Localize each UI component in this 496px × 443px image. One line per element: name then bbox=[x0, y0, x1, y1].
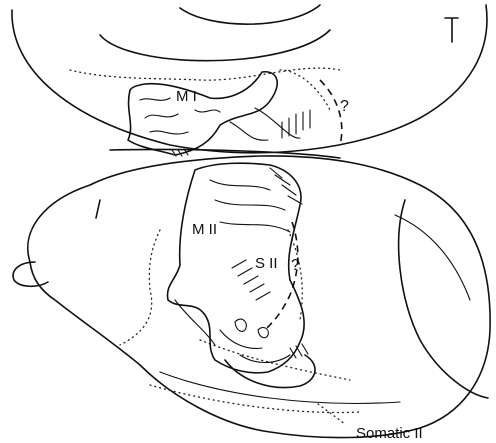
dorsal-brain-outline bbox=[12, 5, 487, 153]
dorsal-ear-stub bbox=[445, 18, 458, 42]
lateral-dotted-boundary-left bbox=[120, 230, 160, 345]
cerebellum-fold bbox=[395, 215, 470, 300]
label-question-lower: ? bbox=[291, 257, 300, 274]
lateral-dotted-boundary-lower bbox=[200, 340, 350, 380]
m1-vertical-fringe bbox=[282, 110, 310, 138]
label-m1: M I bbox=[176, 88, 197, 105]
dorsal-brain-view bbox=[12, 5, 487, 156]
lateral-brain-view bbox=[13, 149, 490, 437]
lateral-cerebellum bbox=[399, 200, 488, 398]
dorsal-hemisphere-arc-inner bbox=[180, 5, 320, 24]
m1-right-dash bbox=[320, 80, 342, 145]
lateral-small-mark bbox=[96, 200, 100, 218]
m1-field-outline bbox=[128, 72, 277, 155]
m2-upper-gyri bbox=[210, 180, 290, 232]
m2-field-outline bbox=[167, 163, 304, 373]
somatic-ii-leader-line bbox=[318, 404, 345, 424]
dorsal-hemisphere-arc-outer bbox=[100, 30, 330, 61]
dorsal-dotted-boundary bbox=[70, 68, 340, 80]
lateral-brain-outline bbox=[28, 156, 490, 438]
m2-right-fringe bbox=[270, 168, 302, 204]
m2-small-loops bbox=[235, 319, 268, 338]
label-somatic-ii: Somatic II bbox=[356, 425, 423, 442]
label-s2: S II bbox=[255, 255, 278, 272]
m2-lower-gyri bbox=[175, 300, 290, 363]
label-question-upper: ? bbox=[340, 98, 349, 115]
label-m2: M II bbox=[192, 221, 217, 238]
dorsal-dotted-boundary-right bbox=[280, 70, 330, 110]
lateral-basal-dotted bbox=[150, 385, 360, 413]
